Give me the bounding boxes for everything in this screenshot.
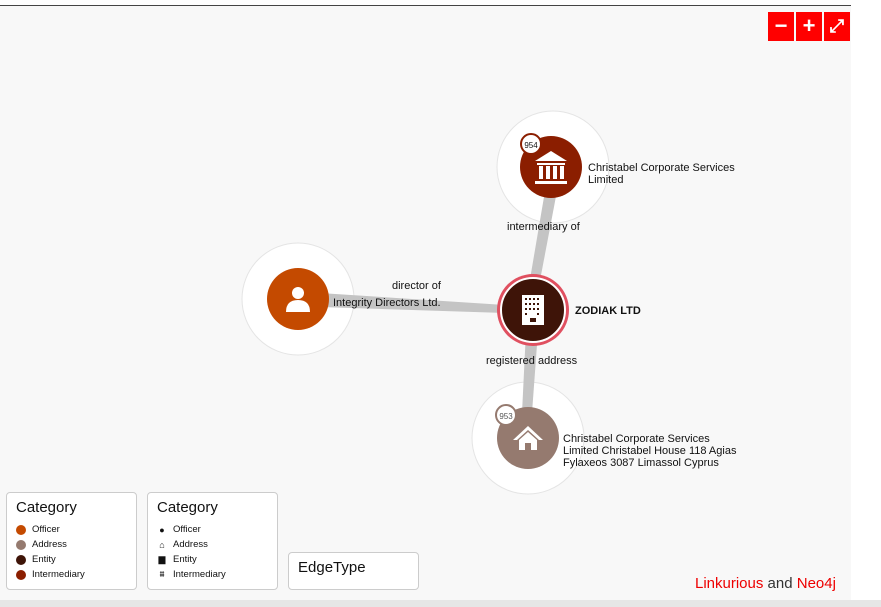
legend-label: Officer — [32, 524, 60, 535]
address-badge — [495, 404, 517, 426]
user-icon: ● — [159, 524, 165, 535]
building-icon — [522, 295, 544, 325]
edge-label-registered-address: registered address — [486, 355, 578, 367]
graph-svg[interactable] — [0, 6, 851, 601]
legend-item: ⩩ Intermediary — [157, 567, 268, 582]
building-icon: ▆ — [158, 554, 166, 564]
legend-item: Entity — [16, 552, 127, 567]
intermediary-dot — [16, 569, 26, 580]
edge-label-director-of: director of — [392, 280, 441, 292]
fullscreen-button[interactable]: ⤢ — [824, 12, 850, 41]
legend-item: ▆ Entity — [157, 552, 268, 567]
legend-label: Address — [32, 539, 67, 550]
edge-label-intermediary-of: intermediary of — [507, 221, 580, 233]
credit-and: and — [763, 575, 797, 592]
address-badge-count: 953 — [499, 412, 513, 421]
legend-label: Intermediary — [32, 569, 85, 580]
address-dot — [16, 539, 26, 550]
officer-label[interactable]: Integrity Directors Ltd. — [333, 297, 441, 309]
linkurious-link[interactable]: Linkurious — [695, 575, 764, 592]
legend-label: Address — [173, 539, 208, 550]
legend-item: Officer — [16, 522, 127, 537]
intermediary-badge-count: 954 — [524, 141, 538, 150]
legend-icon: Category ● Officer ⌂ Address ▆ Entity ⩩ Inte… — [147, 492, 278, 590]
legend-title: Category — [157, 499, 218, 516]
edge-director-of[interactable] — [320, 293, 505, 313]
legend-color: Category Officer Address Entity Intermed… — [6, 492, 137, 590]
home-icon: ⌂ — [159, 539, 165, 550]
horizontal-scrollbar[interactable] — [0, 600, 881, 607]
legend-item: ⌂ Address — [157, 537, 268, 552]
legend-title: EdgeType — [298, 559, 366, 576]
entity-label[interactable]: ZODIAK LTD — [575, 305, 641, 317]
user-icon — [286, 287, 310, 312]
legend-label: Intermediary — [173, 569, 226, 580]
home-icon — [513, 426, 543, 450]
entity-dot — [16, 554, 26, 565]
legend-edgetype: EdgeType — [288, 552, 419, 590]
legend-label: Officer — [173, 524, 201, 535]
legend-item: Address — [16, 537, 127, 552]
credits: Linkurious and Neo4j — [695, 575, 836, 592]
officer-dot — [16, 524, 26, 535]
edge-intermediary-of[interactable] — [528, 191, 557, 291]
edge-registered-address[interactable] — [522, 331, 538, 413]
intermediary-badge — [520, 133, 542, 155]
legend-label: Entity — [32, 554, 56, 565]
legend-label: Entity — [173, 554, 197, 565]
bank-icon — [535, 151, 567, 184]
legend-item: ● Officer — [157, 522, 268, 537]
zoom-in-button[interactable]: + — [796, 12, 822, 41]
legend-title: Category — [16, 499, 77, 516]
bank-icon: ⩩ — [159, 569, 165, 579]
neo4j-link[interactable]: Neo4j — [796, 575, 836, 592]
legend-item: Intermediary — [16, 567, 127, 582]
zoom-out-button[interactable]: − — [768, 12, 794, 41]
